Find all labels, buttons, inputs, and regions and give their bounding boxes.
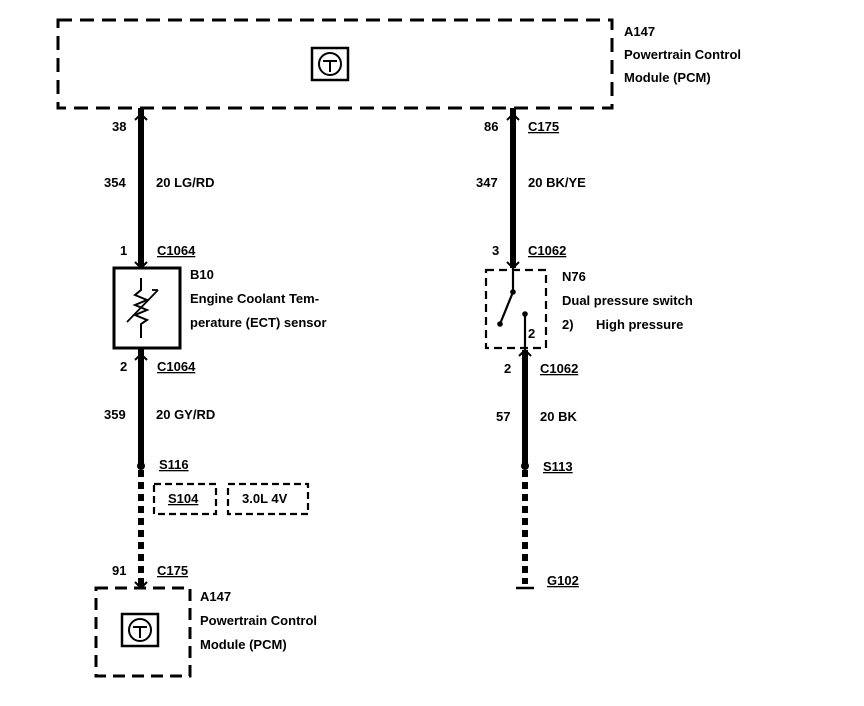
right-conn-1: C1062 [528,243,566,258]
right-wire-b: 20 BK [540,409,577,424]
pressure-switch-icon [497,268,528,350]
left-circuit-b: 359 [104,407,126,422]
pcm-top-id: A147 [624,24,655,39]
switch-id: N76 [562,269,586,284]
pcm-module-bottom [94,586,192,678]
pcm-bottom-name-line2: Module (PCM) [200,637,287,652]
ground-label: G102 [547,573,579,588]
right-conn-pin-2: 2 [504,361,511,376]
dual-pressure-switch [484,268,548,350]
thermistor-icon [126,278,159,338]
right-splice: S113 [543,459,573,474]
splice-dot-s116 [137,462,145,470]
pcm-module-icon [310,46,350,82]
ect-sensor [112,266,182,350]
switch-contact: 2 [528,326,535,341]
left-wire [134,108,148,590]
left-circuit-a: 354 [104,175,126,190]
pcm-top-name-line1: Powertrain Control [624,47,741,62]
right-conn-2: C1062 [540,361,578,376]
left-splice-alt: S104 [168,491,199,506]
left-conn-1: C1064 [157,243,196,258]
splice-alt-box [152,482,218,516]
left-splice: S116 [159,457,189,472]
left-conn-2: C1064 [157,359,196,374]
engine-variant-box [226,482,310,516]
sensor-id: B10 [190,267,214,282]
right-conn-pin-1: 3 [492,243,499,258]
pcm-module-icon [120,612,160,648]
left-conn-bottom: C175 [157,563,188,578]
pcm-top-name-line2: Module (PCM) [624,70,711,85]
pcm-bottom-name-line1: Powertrain Control [200,613,317,628]
left-wire-b: 20 GY/RD [156,407,215,422]
right-wire-a: 20 BK/YE [528,175,586,190]
splice-dot-s113 [521,462,529,470]
switch-name: Dual pressure switch [562,293,693,308]
pcm-bottom-id: A147 [200,589,231,604]
right-circuit-a: 347 [476,175,498,190]
left-pin-bottom: 91 [112,563,126,578]
switch-note-num: 2) [562,317,574,332]
right-pin-top: 86 [484,119,498,134]
right-wire [506,108,532,584]
sensor-name-line2: perature (ECT) sensor [190,315,327,330]
left-conn-pin-2: 2 [120,359,127,374]
right-conn-top: C175 [528,119,559,134]
pcm-module-top [56,18,614,110]
sensor-name-line1: Engine Coolant Tem- [190,291,319,306]
left-conn-pin-1: 1 [120,243,127,258]
left-wire-a: 20 LG/RD [156,175,215,190]
engine-variant: 3.0L 4V [242,491,288,506]
right-circuit-b: 57 [496,409,510,424]
switch-note: High pressure [596,317,683,332]
left-pin-top: 38 [112,119,126,134]
